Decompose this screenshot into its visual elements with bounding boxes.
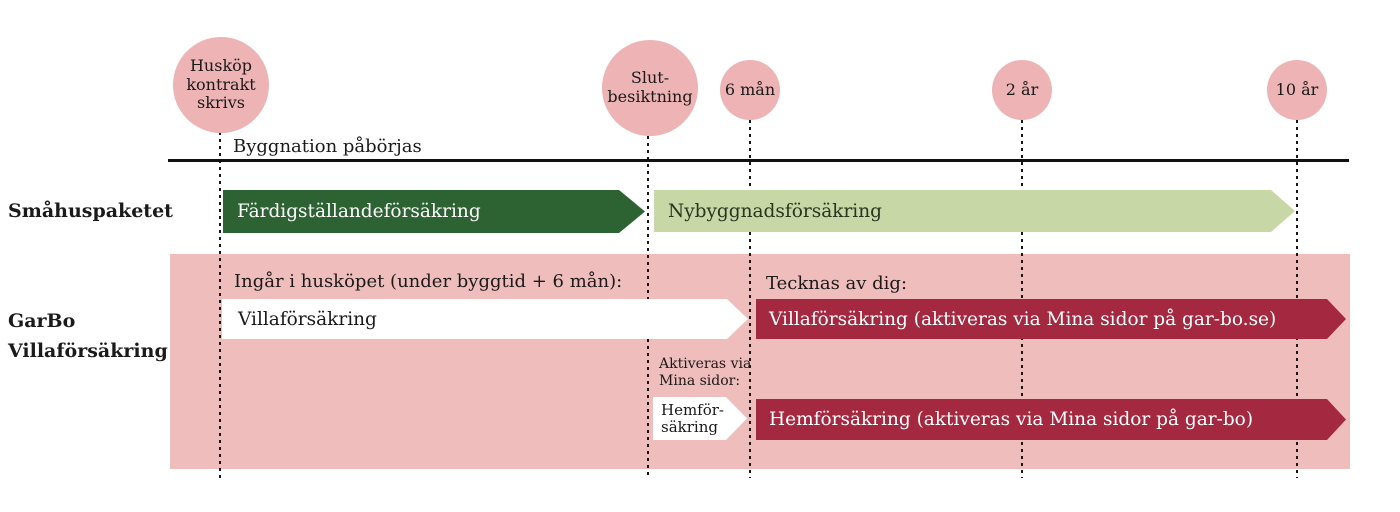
arrow-label: Villaförsäkring (aktiveras via Mina sido… [769, 308, 1277, 330]
dotted-guide-line-huskop [219, 132, 221, 478]
milestone-circle-slutbesiktning: Slut- besiktning [602, 40, 698, 136]
arrow-label: Färdigställandeförsäkring [237, 201, 481, 222]
row-label-smahuspaketet: Småhuspaketet [8, 200, 173, 222]
milestone-label-line: skrivs [197, 93, 245, 113]
milestone-circle-10ar: 10 år [1267, 60, 1327, 120]
arrow-hemforsakring-included: Hemför- säkring [653, 397, 747, 440]
row-label-line: Villaförsäkring [8, 340, 168, 362]
arrow-label-line: säkring [661, 417, 718, 436]
milestone-label-line: besiktning [607, 87, 693, 106]
arrow-label: Hemförsäkring (aktiveras via Mina sidor … [769, 409, 1254, 430]
axis-label-byggnation: Byggnation påbörjas [233, 136, 422, 157]
heading-ingar-i-huskopet: Ingår i husköpet (under byggtid + 6 mån)… [234, 271, 623, 292]
arrow-villaforsakring-included: Villaförsäkring [222, 299, 748, 339]
milestone-label-line: 10 år [1275, 79, 1319, 99]
note-aktiveras-via-mina-sidor: Aktiveras via Mina sidor: [659, 356, 751, 390]
milestone-circle-2ar: 2 år [992, 60, 1052, 120]
arrow-label: Nybyggnadsförsäkring [668, 200, 882, 222]
timeline-axis-line [168, 159, 1349, 162]
arrow-fardigstallandeforsakring: Färdigställandeförsäkring [223, 190, 645, 233]
dotted-guide-line-6man [749, 120, 751, 478]
arrow-label-line: Hemför- [661, 400, 725, 419]
arrow-villaforsakring-active: Villaförsäkring (aktiveras via Mina sido… [756, 299, 1346, 339]
milestone-label-line: kontrakt [186, 74, 256, 94]
row-label-garbo-villaforsakring: GarBo Villaförsäkring [8, 306, 168, 366]
milestone-label-line: Husköp [189, 56, 253, 76]
milestone-circle-huskop: Husköp kontrakt skrivs [173, 37, 269, 133]
row-label-line: GarBo [8, 310, 76, 332]
note-line: Aktiveras via [659, 356, 752, 372]
heading-tecknas-av-dig: Tecknas av dig: [766, 273, 908, 294]
milestone-label-line: Slut- [630, 68, 670, 88]
arrow-label: Villaförsäkring [238, 308, 377, 330]
arrow-hemforsakring-active: Hemförsäkring (aktiveras via Mina sidor … [756, 399, 1346, 440]
milestone-label-line: 2 år [1005, 79, 1039, 99]
milestone-label-line: 6 mån [724, 79, 776, 99]
arrow-nybyggnadsforsakring: Nybyggnadsförsäkring [654, 190, 1295, 232]
milestone-circle-6man: 6 mån [720, 60, 780, 120]
note-line: Mina sidor: [659, 373, 741, 389]
